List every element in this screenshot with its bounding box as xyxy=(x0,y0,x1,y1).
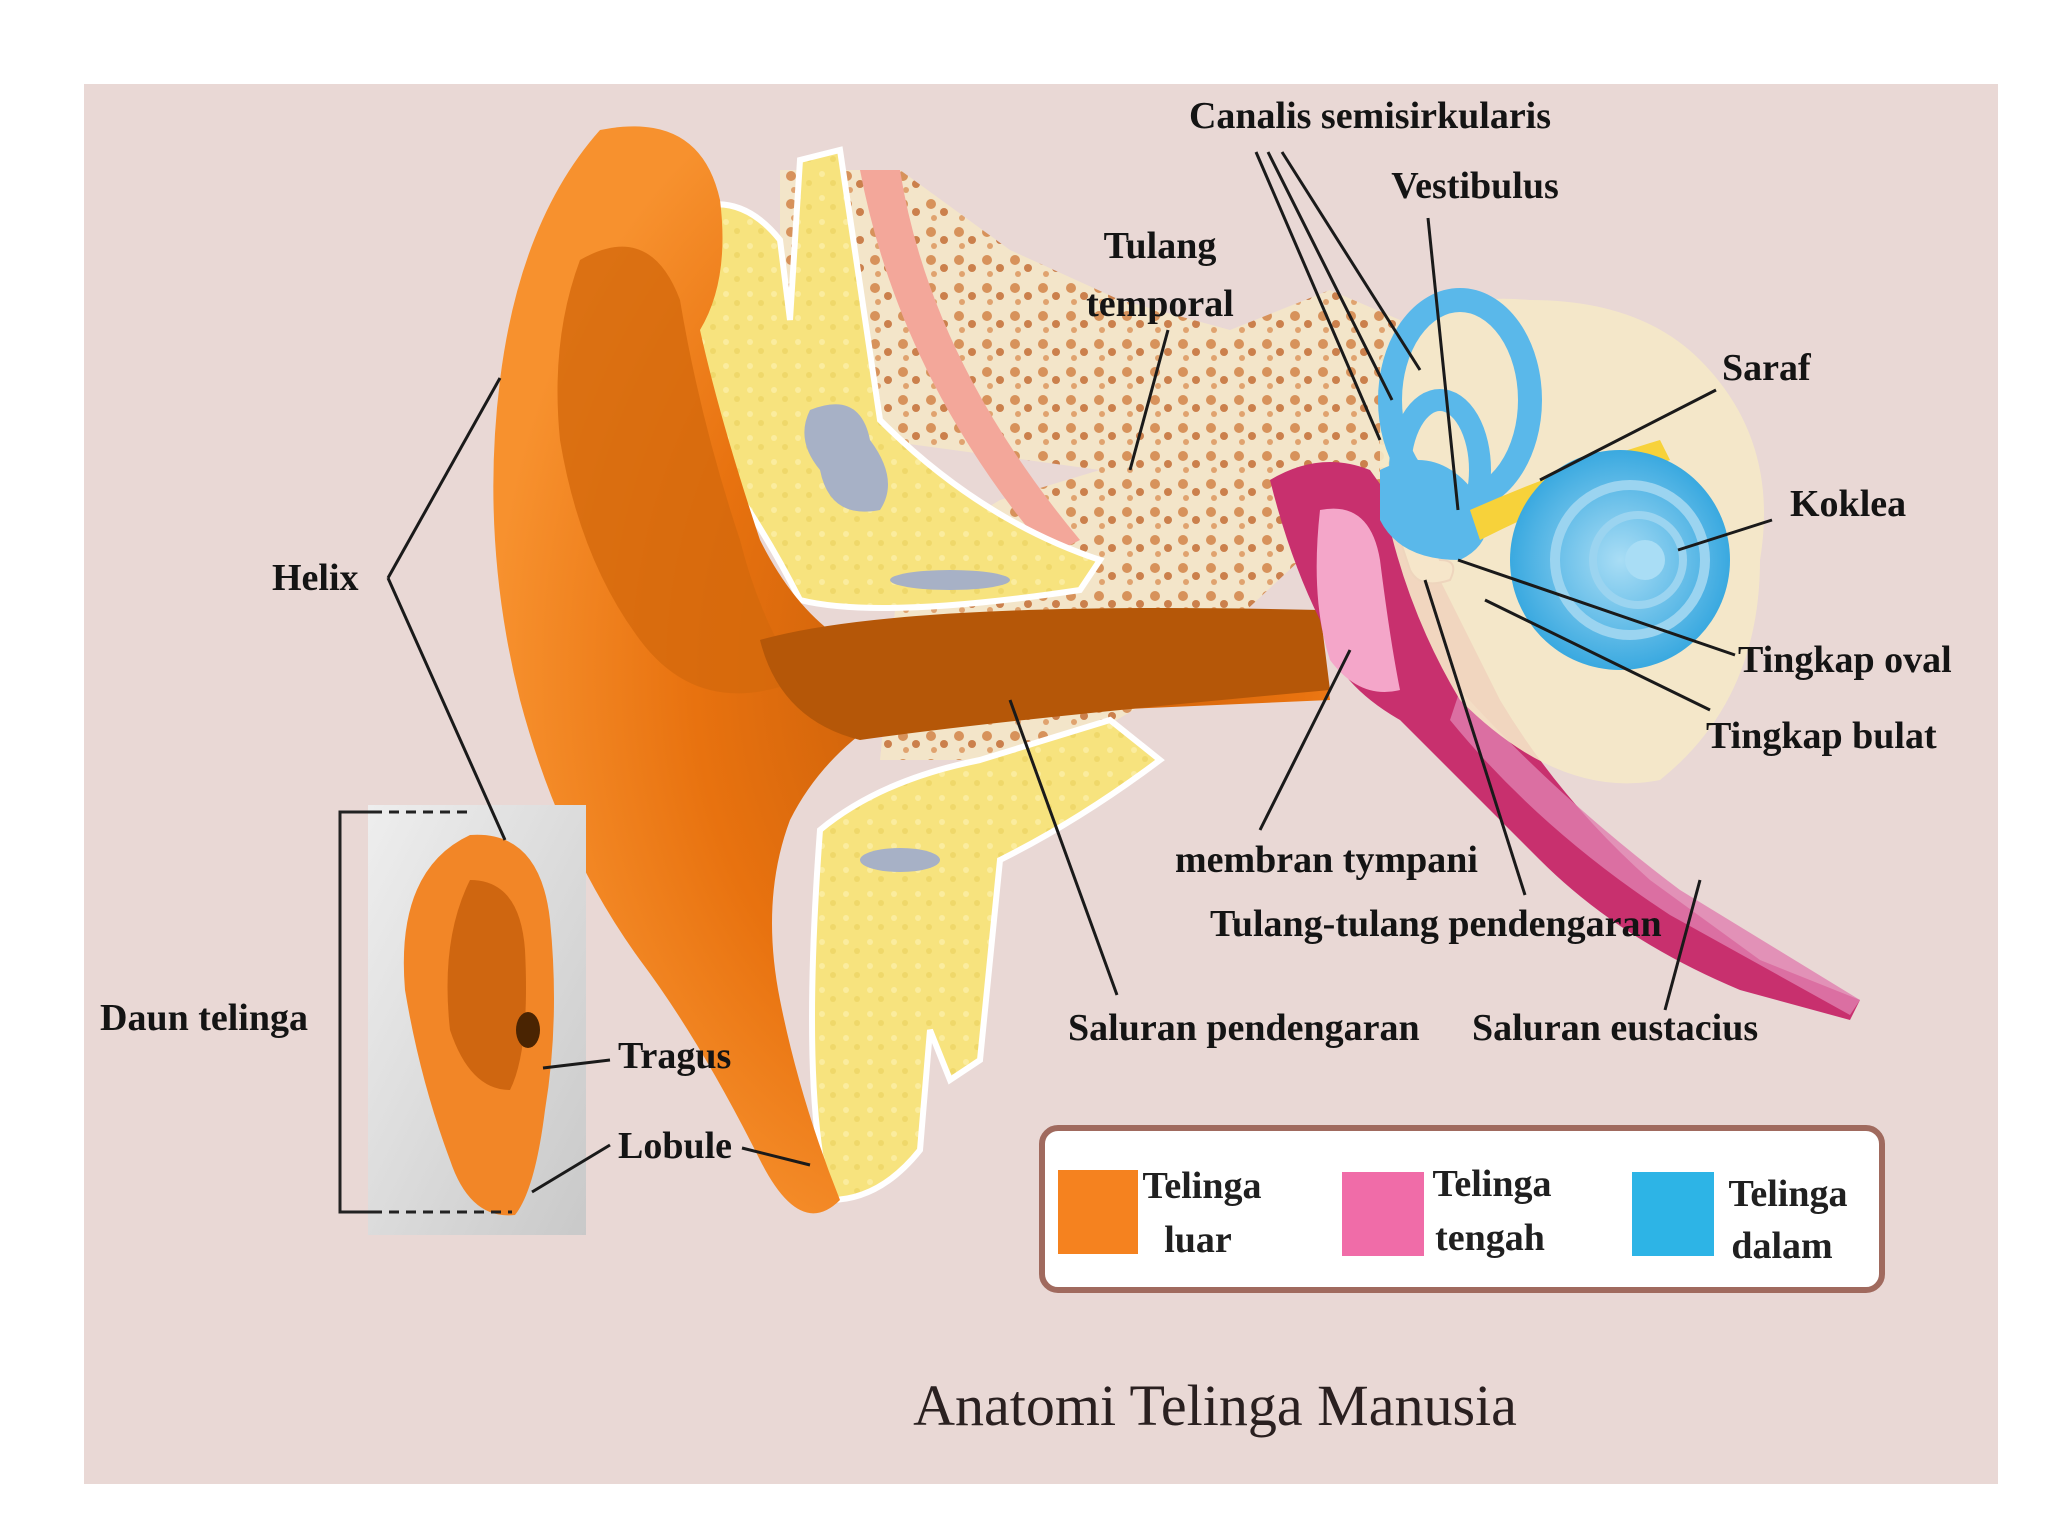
label-tingkap-bulat: Tingkap bulat xyxy=(1706,715,1937,757)
cartilage-patch xyxy=(890,570,1010,590)
ear-inset-fold xyxy=(447,880,526,1090)
legend-swatch-telinga-dalam xyxy=(1632,1172,1714,1256)
ear-inset-canal xyxy=(516,1012,540,1048)
label-tulang-temporal-line2: temporal xyxy=(1086,283,1234,325)
label-membran-tympani: membran tympani xyxy=(1175,839,1478,881)
label-saluran-eustacius: Saluran eustacius xyxy=(1472,1007,1758,1049)
label-helix: Helix xyxy=(272,557,359,599)
label-koklea: Koklea xyxy=(1790,483,1906,525)
cochlea-spiral xyxy=(1625,540,1665,580)
cochlea-spiral xyxy=(1589,511,1687,609)
diagram-title: Anatomi Telinga Manusia xyxy=(913,1373,1517,1438)
eustachian-tube xyxy=(1450,690,1860,1015)
label-daun-telinga: Daun telinga xyxy=(100,997,308,1039)
daun-telinga-bracket xyxy=(338,810,372,1214)
label-canalis-semisirkularis: Canalis semisirkularis xyxy=(1189,95,1551,137)
label-tingkap-oval: Tingkap oval xyxy=(1738,639,1952,681)
label-vestibulus: Vestibulus xyxy=(1391,165,1559,207)
legend-label-telinga-tengah-line2: tengah xyxy=(1435,1217,1545,1259)
label-saraf: Saraf xyxy=(1722,347,1812,389)
label-lobule: Lobule xyxy=(618,1125,732,1167)
legend: Telinga luar Telinga tengah Telinga dala… xyxy=(1039,1125,1885,1293)
pinna-fold xyxy=(557,246,800,694)
leader-lines xyxy=(386,151,1773,1194)
legend-label-telinga-luar-line2: luar xyxy=(1164,1219,1232,1261)
vestibule xyxy=(1380,460,1487,560)
label-tragus: Tragus xyxy=(618,1035,731,1077)
skin-layer xyxy=(860,170,1080,555)
cochlea-spiral xyxy=(1550,480,1710,640)
tympanic-membrane xyxy=(1316,508,1400,692)
cartilage-patch xyxy=(804,404,888,512)
inset-dash xyxy=(372,810,512,1214)
cartilage-patch xyxy=(860,848,940,872)
cartilage-lower xyxy=(809,716,1165,1204)
legend-label-telinga-dalam-line1: Telinga xyxy=(1729,1173,1848,1215)
legend-label-telinga-dalam-line2: dalam xyxy=(1731,1225,1832,1267)
label-tulang-temporal-line1: Tulang xyxy=(1104,225,1217,267)
legend-label-telinga-tengah-line1: Telinga xyxy=(1433,1163,1552,1205)
label-tulang-tulang-pendengaran: Tulang-tulang pendengaran xyxy=(1210,903,1662,945)
legend-swatch-telinga-luar xyxy=(1058,1170,1138,1254)
label-saluran-pendengaran: Saluran pendengaran xyxy=(1068,1007,1420,1049)
ear-canal xyxy=(760,608,1330,740)
legend-label-telinga-luar-line1: Telinga xyxy=(1143,1165,1262,1207)
legend-swatch-telinga-tengah xyxy=(1342,1172,1424,1256)
